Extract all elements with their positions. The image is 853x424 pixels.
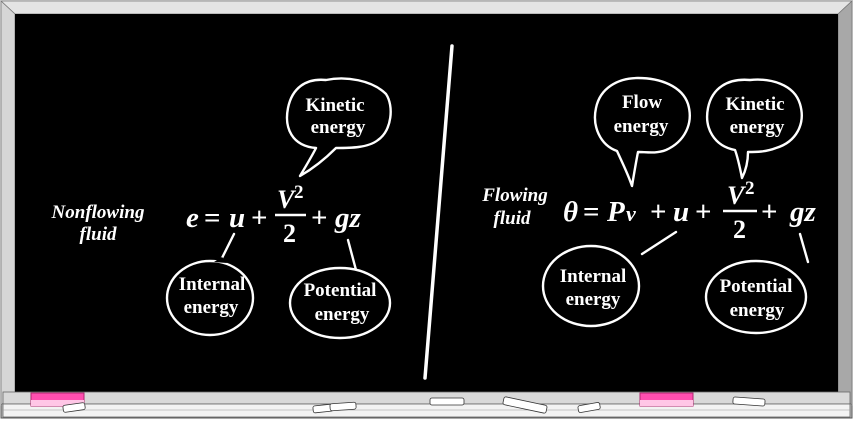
eraser-right bbox=[640, 393, 693, 406]
svg-text:energy: energy bbox=[566, 289, 621, 310]
svg-text:Kinetic: Kinetic bbox=[305, 95, 364, 116]
chalk-piece bbox=[430, 398, 464, 405]
eq-theta: θ bbox=[563, 196, 578, 228]
eq-P: P bbox=[606, 196, 625, 228]
eq-denominator: 2 bbox=[283, 219, 296, 248]
eq-e: e bbox=[186, 202, 199, 234]
svg-text:energy: energy bbox=[315, 304, 370, 325]
eq-plus: + bbox=[761, 196, 778, 228]
svg-text:energy: energy bbox=[730, 300, 785, 321]
eq-u: u bbox=[673, 196, 689, 228]
svg-text:Flowing: Flowing bbox=[481, 185, 547, 206]
svg-text:Nonflowing: Nonflowing bbox=[51, 202, 145, 223]
eq-gz: gz bbox=[789, 196, 817, 228]
eq-plus: + bbox=[695, 196, 712, 228]
eq-denominator: 2 bbox=[733, 215, 746, 244]
svg-text:Potential: Potential bbox=[720, 276, 793, 297]
svg-text:energy: energy bbox=[184, 297, 239, 318]
svg-text:energy: energy bbox=[730, 117, 785, 138]
svg-text:Internal: Internal bbox=[179, 274, 246, 295]
svg-text:fluid: fluid bbox=[80, 224, 117, 245]
eq-gz: gz bbox=[334, 202, 362, 234]
svg-text:Flow: Flow bbox=[622, 92, 662, 113]
eq-plus: + bbox=[251, 202, 268, 234]
eq-plus: + bbox=[311, 202, 328, 234]
chalk-piece bbox=[330, 402, 356, 411]
svg-text:Internal: Internal bbox=[560, 266, 627, 287]
svg-text:fluid: fluid bbox=[494, 208, 531, 229]
eq-u: u bbox=[229, 202, 245, 234]
chalk-tray bbox=[3, 392, 850, 404]
svg-text:energy: energy bbox=[614, 116, 669, 137]
svg-text:energy: energy bbox=[311, 117, 366, 138]
eq-v: v bbox=[626, 201, 636, 226]
svg-text:Potential: Potential bbox=[304, 280, 377, 301]
eq-V: V bbox=[727, 181, 747, 210]
eq-equals: = bbox=[583, 196, 600, 228]
eq-exponent: 2 bbox=[745, 178, 755, 199]
eq-exponent: 2 bbox=[294, 182, 304, 203]
eq-plus: + bbox=[650, 196, 667, 228]
svg-text:Kinetic: Kinetic bbox=[725, 94, 784, 115]
eq-equals: = bbox=[204, 202, 221, 234]
